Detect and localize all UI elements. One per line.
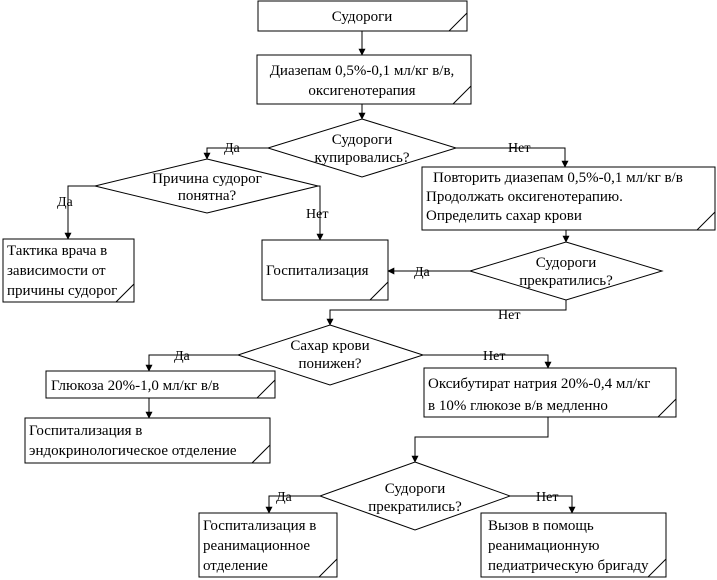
edge-label-no: Нет (536, 490, 558, 505)
node-oxybutyrate: Оксибутират натрия 20%-0,4 мл/кг в 10% г… (423, 367, 677, 418)
node-glucose: Глюкоза 20%-1,0 мл/кг в/в (45, 370, 276, 399)
arrow-q-sugar-no (423, 354, 552, 369)
edge-label-no: Нет (508, 141, 530, 156)
arrow-q-cause-yes (64, 185, 95, 240)
arrow-q-stopped-no (456, 147, 569, 168)
edge-label-yes: Да (276, 490, 293, 505)
arrow-q-ceased2-yes (265, 495, 320, 514)
arrow-q-ceased2-no (510, 495, 576, 514)
node-start: Судороги (257, 0, 468, 32)
svg-text:Госпитализация в: Госпитализация в (203, 518, 316, 534)
svg-text:Диазепам 0,5%-0,1 мл/кг в/в,: Диазепам 0,5%-0,1 мл/кг в/в, (270, 63, 455, 79)
arrow-q-sugar-yes (145, 354, 238, 372)
svg-text:Сахар крови: Сахар крови (290, 338, 369, 354)
decision-blood-sugar-low: Сахар крови понижен? (236, 324, 425, 386)
node-hospital: Госпитализация (261, 239, 389, 301)
svg-text:реанимационную: реанимационную (488, 538, 599, 554)
node-text: Судороги (332, 9, 393, 25)
svg-text:Тактика врача в: Тактика врача в (7, 243, 107, 259)
node-tactics: Тактика врача в зависимости от причины с… (2, 238, 135, 303)
svg-text:Судороги: Судороги (332, 132, 393, 148)
node-diazepam: Диазепам 0,5%-0,1 мл/кг в/в, оксигенотер… (256, 54, 472, 105)
svg-text:Госпитализация в: Госпитализация в (29, 423, 142, 439)
edge-label-yes: Да (414, 265, 431, 280)
svg-text:понижен?: понижен? (298, 356, 361, 372)
decision-seizures-stopped: Судороги купировались? (266, 118, 458, 178)
svg-text:Вызов в помощь: Вызов в помощь (488, 518, 594, 534)
svg-text:Продолжать оксигенотерапию.: Продолжать оксигенотерапию. (426, 189, 623, 205)
svg-text:Судороги: Судороги (536, 255, 597, 271)
svg-text:Определить сахар крови: Определить сахар крови (426, 208, 582, 224)
node-repeat: Повторить диазепам 0,5%-0,1 мл/кг в/в Пр… (421, 166, 716, 231)
decision-seizures-ceased-1: Судороги прекратились? (468, 241, 664, 301)
edge-label-yes: Да (224, 141, 241, 156)
svg-text:Повторить диазепам 0,5%-0,1 мл: Повторить диазепам 0,5%-0,1 мл/кг в/в (433, 170, 683, 186)
svg-text:отделение: отделение (203, 558, 268, 574)
svg-text:в 10% глюкозе в/в медленно: в 10% глюкозе в/в медленно (428, 398, 608, 414)
svg-text:Судороги: Судороги (385, 481, 446, 497)
decision-cause-known: Причина судорог понятна? (94, 158, 319, 214)
node-endo: Госпитализация в эндокринологическое отд… (24, 417, 271, 464)
svg-text:Оксибутират натрия 20%-0,4 мл/: Оксибутират натрия 20%-0,4 мл/кг (428, 376, 650, 392)
svg-text:педиатрическую бригаду: педиатрическую бригаду (488, 558, 649, 574)
svg-text:понятна?: понятна? (178, 188, 237, 204)
edge-label-yes: Да (57, 195, 74, 210)
connectors (64, 31, 576, 514)
decision-seizures-ceased-2: Судороги прекратились? (318, 461, 512, 531)
node-icu: Госпитализация в реанимационное отделени… (198, 512, 338, 578)
arrow-q-cause-no (316, 185, 324, 241)
svg-text:прекратились?: прекратились? (368, 499, 462, 515)
arrow-oxybutyrate-to-q-ceased2 (411, 417, 549, 463)
svg-text:Глюкоза 20%-1,0 мл/кг в/в: Глюкоза 20%-1,0 мл/кг в/в (51, 378, 219, 394)
svg-text:эндокринологическое отделение: эндокринологическое отделение (29, 443, 237, 459)
edge-label-yes: Да (174, 349, 191, 364)
arrow-q-stopped-yes (203, 147, 268, 160)
svg-text:Причина судорог: Причина судорог (152, 171, 262, 187)
svg-text:Госпитализация: Госпитализация (266, 263, 369, 279)
node-call: Вызов в помощь реанимационную педиатриче… (480, 512, 667, 578)
edge-label-no: Нет (483, 349, 505, 364)
edge-label-no: Нет (498, 308, 520, 323)
svg-text:прекратились?: прекратились? (519, 273, 613, 289)
svg-text:купировались?: купировались? (315, 150, 410, 166)
svg-text:причины судорог: причины судорог (7, 283, 117, 299)
svg-text:реанимационное: реанимационное (203, 538, 310, 554)
edge-label-no: Нет (306, 207, 328, 222)
svg-text:зависимости от: зависимости от (7, 263, 106, 279)
svg-text:оксигенотерапия: оксигенотерапия (308, 83, 415, 99)
arrow-q-ceased1-no (326, 300, 567, 326)
